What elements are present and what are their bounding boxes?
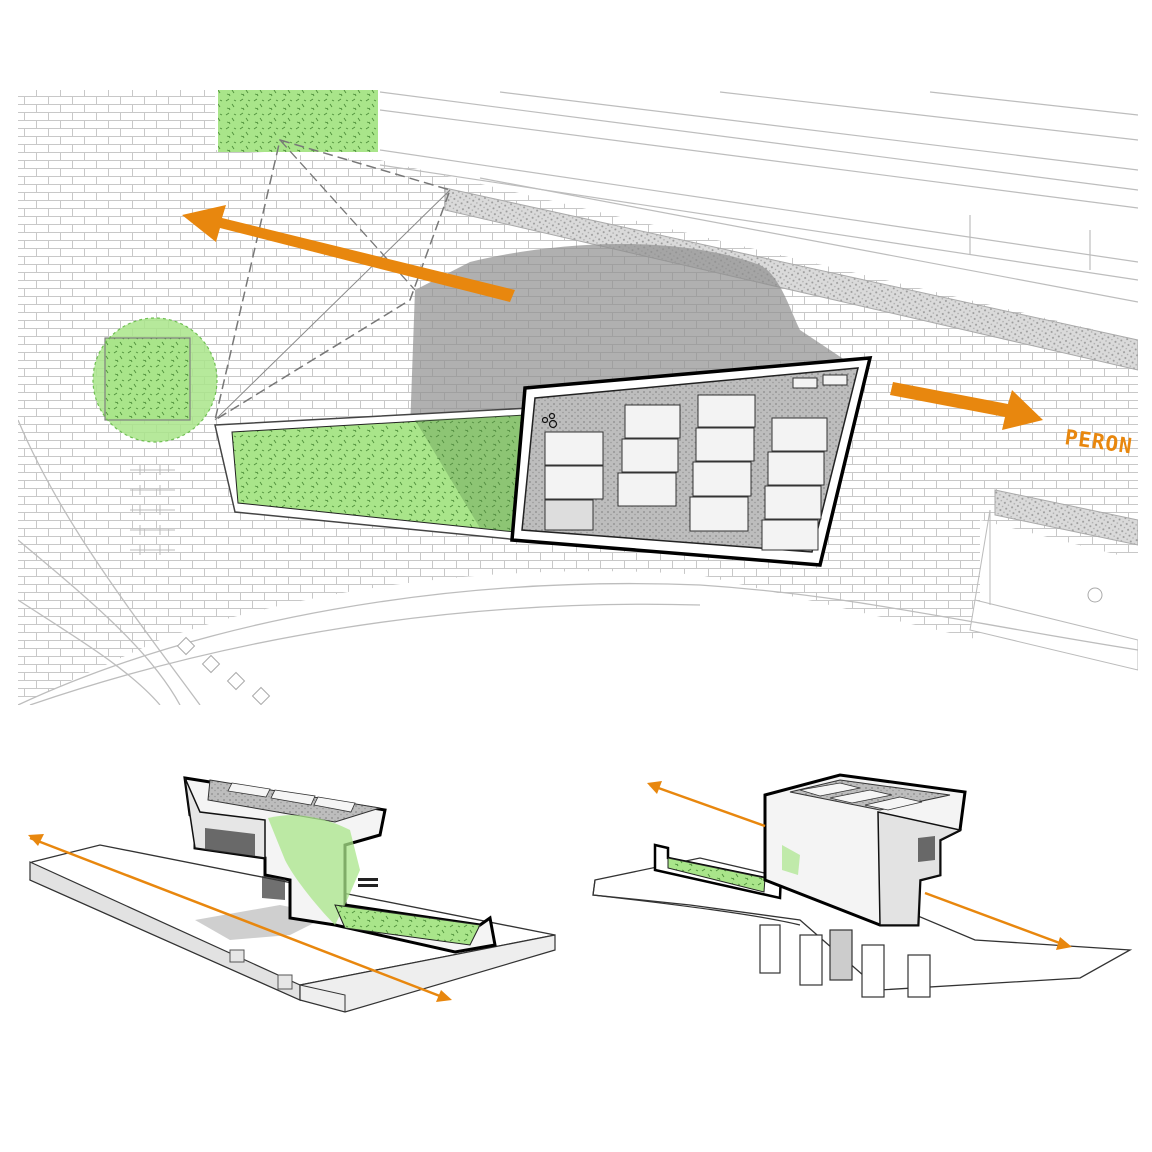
vent-grille <box>358 878 378 887</box>
site-plan: PERON <box>18 90 1138 705</box>
lower-platform <box>994 489 1138 546</box>
solar-panels <box>544 374 848 551</box>
rail-tracks <box>379 91 1138 303</box>
solar-panels-right <box>799 782 923 811</box>
orange-arrow-icon-axo-left <box>28 834 452 1002</box>
axonometric-view-left <box>28 776 556 1013</box>
green-wall-left <box>268 815 360 925</box>
road-curve <box>18 419 1138 705</box>
axonometric-view-right <box>592 773 1133 998</box>
platform-edge <box>444 187 1138 371</box>
windows-left <box>205 828 285 900</box>
vent-icon <box>541 412 558 429</box>
tree-canopy-icon <box>92 317 218 443</box>
orange-arrow-icon <box>182 205 515 302</box>
orange-arrow-icon-right <box>890 382 1043 430</box>
window-right <box>918 836 935 862</box>
bollards <box>176 636 271 705</box>
canopy-outline <box>213 139 451 422</box>
bike-racks <box>130 465 175 555</box>
support-piers-left <box>229 949 293 990</box>
columns-right <box>759 924 931 998</box>
solar-panels-left <box>227 782 356 813</box>
green-area-top <box>218 90 378 152</box>
orange-arrow-icon-axo-right <box>647 781 1072 950</box>
